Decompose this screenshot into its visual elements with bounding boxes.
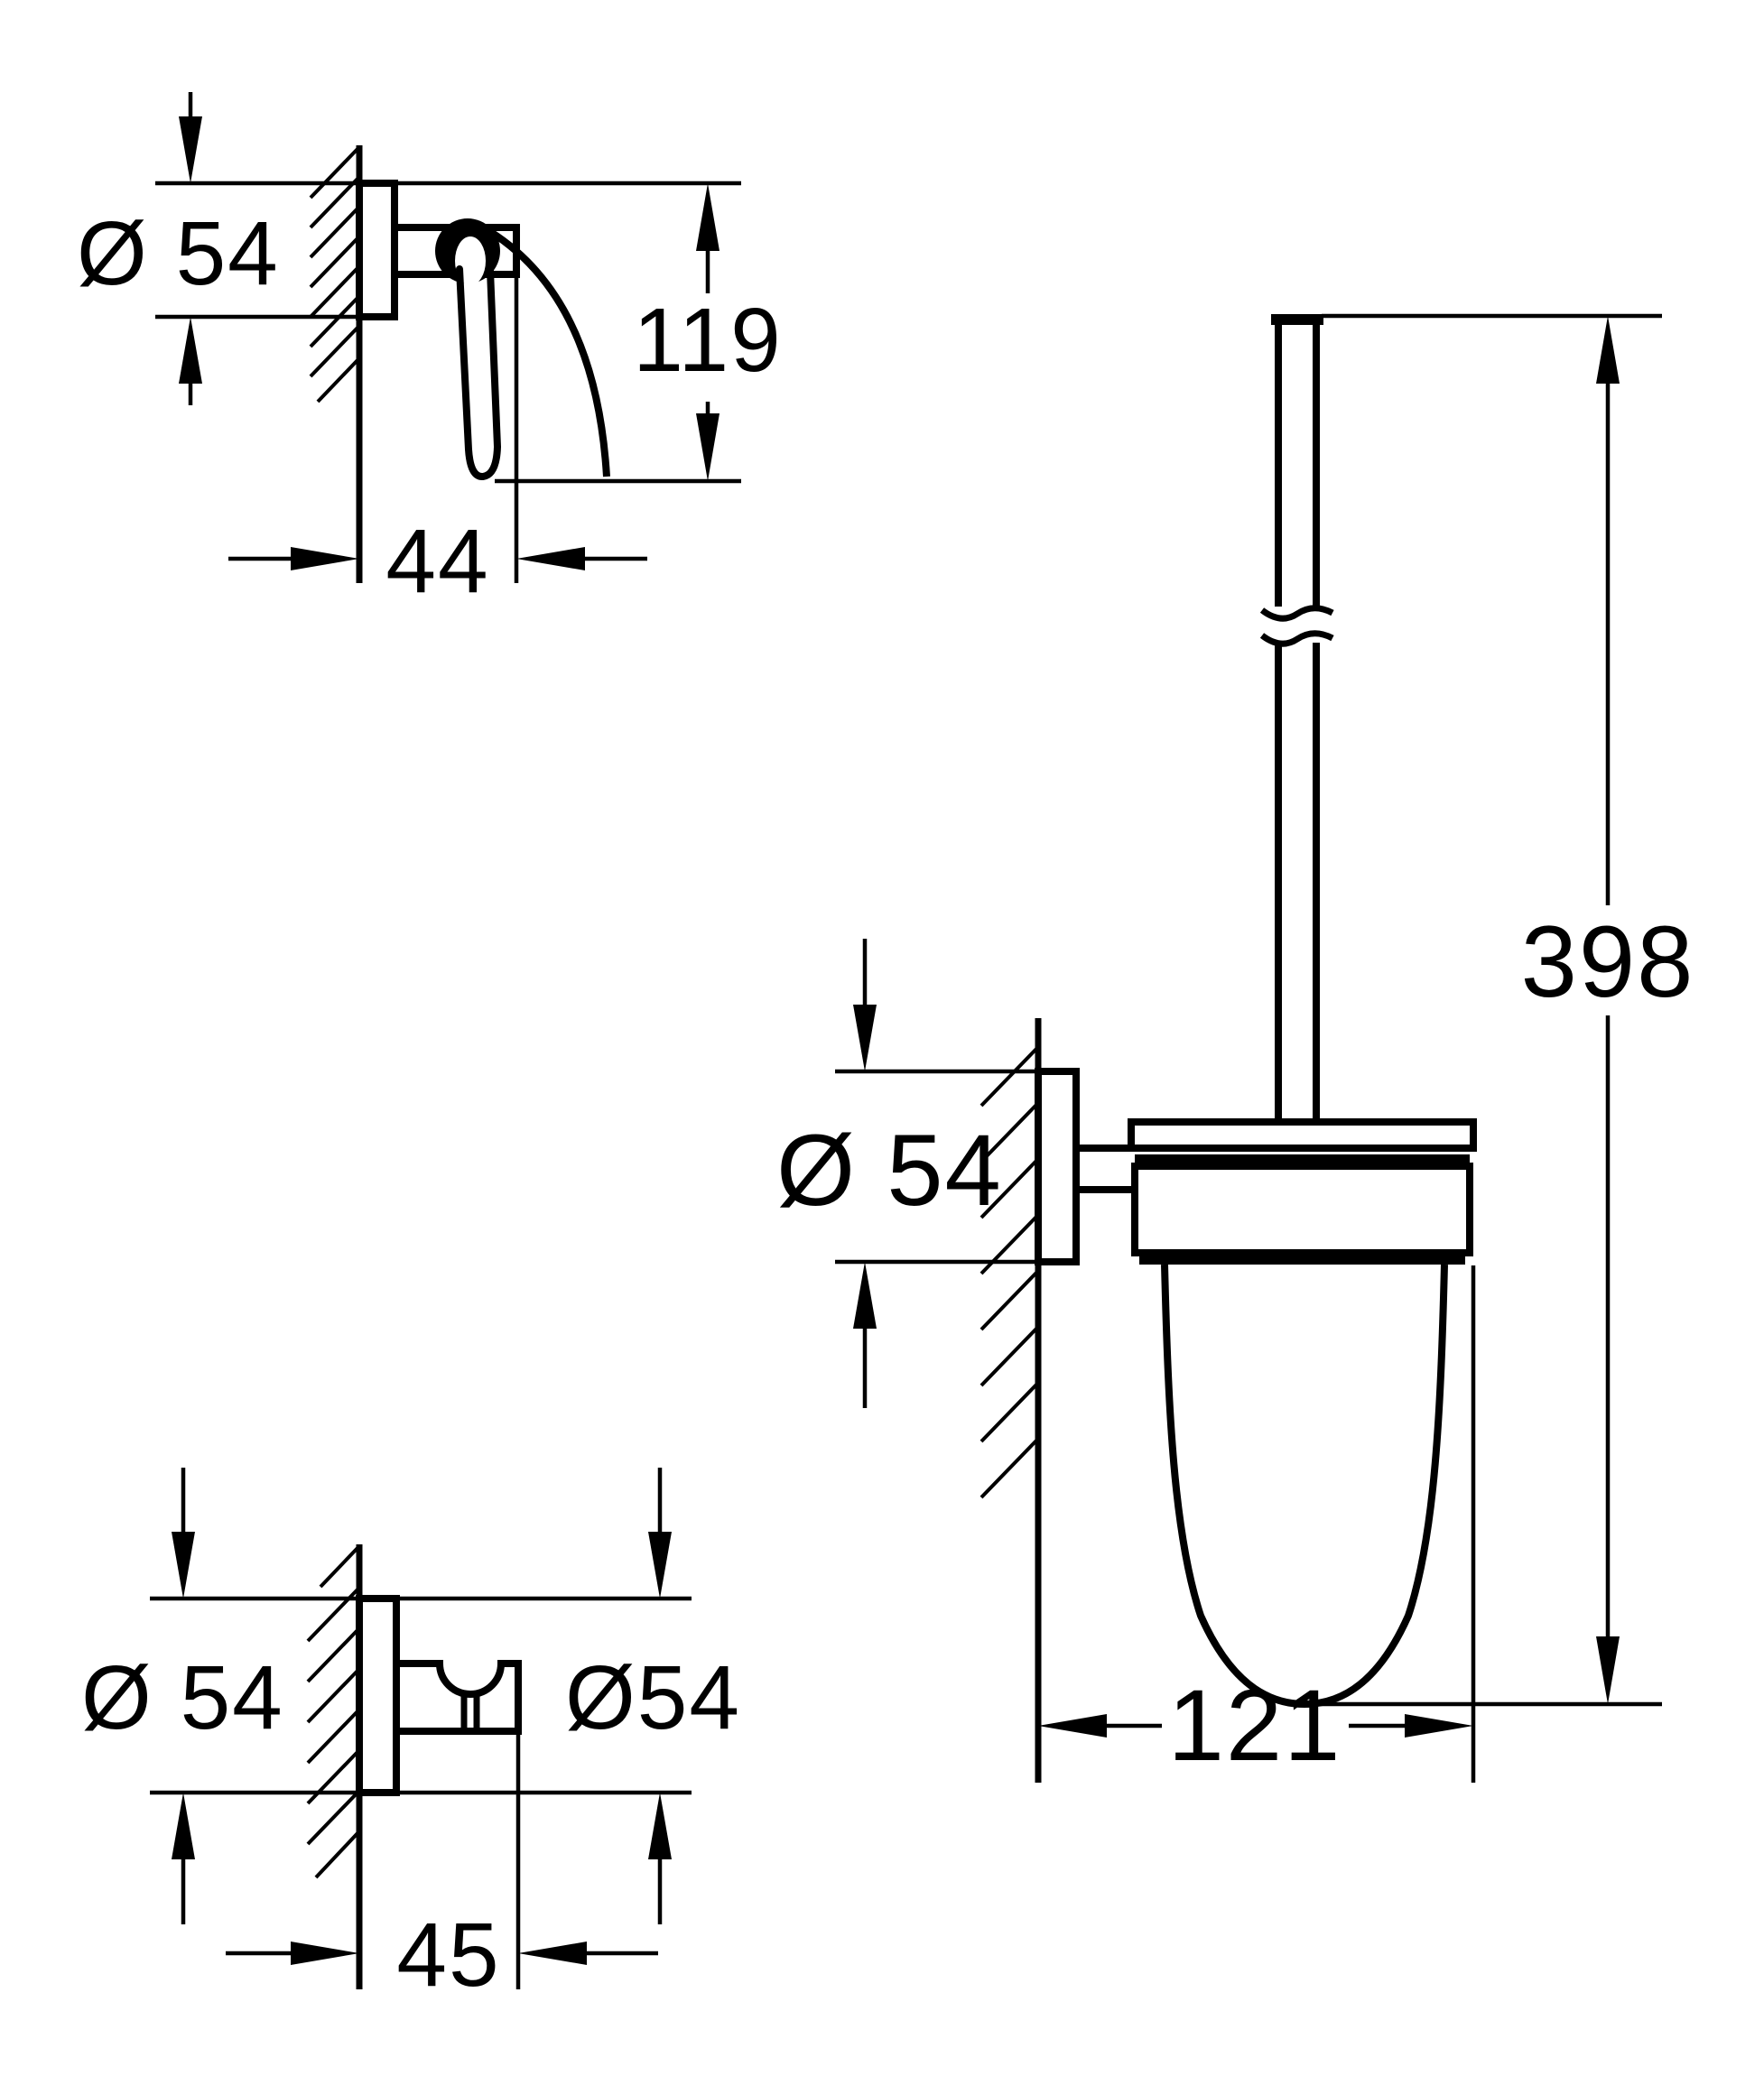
arrowhead-down-icon [1596, 1636, 1620, 1704]
arrowhead-left-icon [1038, 1714, 1107, 1738]
arrowhead-left-icon [516, 547, 585, 570]
dim-label-width: 45 [396, 1905, 500, 2006]
ring-band [1131, 1163, 1473, 1256]
arrowhead-down-icon [172, 1532, 195, 1599]
dim-width-121: 121 [1038, 1265, 1476, 1783]
arrowhead-down-icon [696, 413, 720, 481]
break-symbol-upper [1259, 605, 1334, 622]
paper-sheet-curve [487, 227, 610, 477]
arrowhead-up-icon [648, 1793, 672, 1859]
dim-label-depth: 44 [385, 511, 489, 612]
ring-flange [1128, 1118, 1477, 1152]
arrowhead-right-icon [291, 547, 359, 570]
arrowhead-up-icon [696, 183, 720, 251]
dim-diameter-54: Ø 54 [776, 939, 1038, 1408]
arrowhead-up-icon [172, 1793, 195, 1859]
ring-bottom-edge [1139, 1253, 1465, 1265]
figure-brush-set: Ø 54 398 121 [776, 313, 1695, 1783]
dim-depth-44: 44 [228, 274, 647, 612]
arrowhead-down-icon [648, 1532, 672, 1599]
paper-loop [456, 265, 501, 480]
dim-height-398: 398 [1304, 313, 1695, 1707]
wall-plate [356, 180, 398, 320]
glass-cup [1161, 1264, 1448, 1709]
wall-hatching [309, 146, 360, 403]
arrowhead-down-icon [179, 116, 202, 183]
arrowhead-up-icon [179, 317, 202, 384]
dim-label-width: 121 [1168, 1669, 1342, 1782]
dim-height-119: 119 [495, 183, 782, 484]
dim-diameter-54: Ø 54 Ø54 [81, 1468, 741, 1924]
dim-width-45: 45 [226, 1731, 658, 2006]
dim-diameter-54: Ø 54 [77, 92, 741, 405]
break-symbol-lower [1259, 630, 1334, 647]
arrowhead-left-icon [518, 1942, 587, 1965]
dim-label-height: 119 [633, 290, 782, 391]
dim-label-diameter: Ø 54 [776, 1114, 1003, 1227]
arrowhead-down-icon [853, 1005, 877, 1071]
arrowhead-up-icon [853, 1262, 877, 1329]
arrowhead-right-icon [291, 1942, 359, 1965]
figure-paper-holder: Ø 54 119 44 [77, 92, 782, 612]
dim-label-diameter-right: Ø54 [565, 1647, 741, 1748]
dim-label-diameter: Ø 54 [77, 203, 280, 304]
hook-body [393, 1660, 522, 1735]
arrowhead-up-icon [1596, 316, 1620, 384]
wall-plate [356, 1595, 400, 1796]
dim-label-diameter-left: Ø 54 [81, 1647, 284, 1748]
arrowhead-right-icon [1405, 1714, 1473, 1738]
wall-plate [1035, 1068, 1080, 1265]
dim-label-height: 398 [1521, 905, 1695, 1018]
handle-top-cap [1271, 314, 1323, 325]
figure-robe-hook: Ø 54 Ø54 45 [81, 1468, 741, 2006]
wall-hatching [979, 1047, 1038, 1499]
